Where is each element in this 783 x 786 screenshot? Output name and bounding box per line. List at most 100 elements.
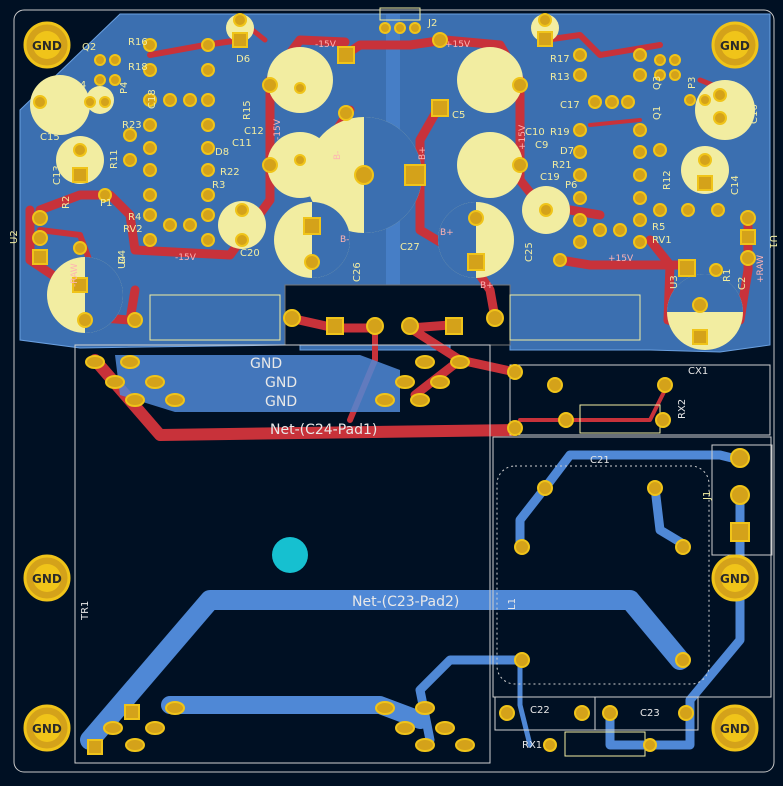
ref-c26: C26 (352, 262, 363, 282)
ref-c19: C19 (540, 172, 560, 183)
ref-p3: P3 (687, 77, 698, 89)
fab-outlines (74, 344, 773, 764)
ref-c5: C5 (452, 110, 465, 121)
ref-c17: C17 (560, 100, 580, 111)
ref-c18: C18 (147, 89, 158, 109)
ref-u3: U3 (669, 275, 680, 289)
pads (32, 13, 756, 755)
ref-q4: Q4 (72, 80, 86, 91)
ref-q2: Q2 (82, 42, 96, 53)
ref-j2: J2 (427, 18, 437, 29)
ref-c23: C23 (640, 708, 660, 719)
ref-j1: J1 (702, 491, 713, 501)
label-neg15-vert: -15V (273, 118, 283, 140)
ref-r23: R23 (122, 120, 142, 131)
label-pos15-vert: +15V (518, 124, 528, 150)
ref-r18: R18 (128, 62, 148, 73)
mounting-hole-label: GND (32, 722, 62, 736)
label-neg-raw: -RAW (70, 263, 80, 287)
ref-c20: C20 (240, 248, 260, 259)
ref-r5: R5 (652, 222, 665, 233)
ref-c15: C15 (40, 132, 60, 143)
mounting-holes: GND GND GND GND GND GND (23, 21, 759, 752)
net-label-gnd-1: GND (250, 356, 282, 372)
ref-r2: R2 (61, 196, 72, 209)
ref-c12: C12 (244, 126, 264, 137)
mounting-hole-label: GND (32, 39, 62, 53)
psu-zone (284, 284, 511, 346)
ref-r16: R16 (128, 37, 148, 48)
label-pos15-top: +15V (445, 40, 471, 50)
label-neg15-top: -15V (315, 40, 337, 50)
mounting-hole-bl: GND (23, 704, 71, 752)
mounting-hole-label: GND (32, 572, 62, 586)
ref-rx1: RX1 (522, 740, 542, 751)
ref-c14: C14 (730, 175, 741, 195)
ref-c13: C13 (52, 165, 63, 185)
ref-r12: R12 (662, 170, 673, 190)
mounting-hole-label: GND (720, 39, 750, 53)
ref-p1: P1 (100, 198, 112, 209)
ref-rx2: RX2 (677, 399, 688, 419)
mounting-hole-mr: GND (711, 554, 759, 602)
ref-c10: C10 (525, 127, 545, 138)
mounting-hole-tr: GND (711, 21, 759, 69)
ref-c25: C25 (524, 242, 535, 262)
net-label-c24: Net-(C24-Pad1) (270, 422, 377, 438)
ref-c22: C22 (530, 705, 550, 716)
ref-r22: R22 (220, 167, 240, 178)
ref-u2: U2 (9, 230, 20, 244)
ref-q1: Q1 (652, 106, 663, 120)
label-pos15-right: +15V (608, 254, 634, 264)
ref-u4: U4 (117, 255, 128, 269)
ref-cx1: CX1 (688, 366, 708, 377)
net-label-gnd-2: GND (265, 375, 297, 391)
ref-c16: C16 (749, 104, 760, 124)
net-label-c23: Net-(C23-Pad2) (352, 594, 459, 610)
ref-d6: D6 (236, 54, 250, 65)
ref-u1: U1 (767, 235, 778, 249)
ref-r1: R1 (722, 269, 733, 282)
label-neg15-left: -15V (175, 253, 197, 263)
label-pos-raw: +RAW (756, 255, 766, 283)
label-b-plus-2: B+ (440, 228, 454, 238)
label-b-plus-3: B+ (480, 281, 494, 291)
ref-tr1: TR1 (80, 601, 91, 621)
ref-rv2: RV2 (123, 224, 143, 235)
ref-d4: D4 (117, 250, 128, 264)
back-copper-traces (80, 450, 745, 750)
ref-r15: R15 (242, 100, 253, 120)
ref-rv1: RV1 (652, 235, 672, 246)
ref-c27: C27 (400, 242, 420, 253)
ref-d8: D8 (215, 147, 229, 158)
ref-c11: C11 (232, 138, 252, 149)
gnd-plane-patch (115, 355, 400, 412)
ref-r13: R13 (550, 72, 570, 83)
ref-q3: Q3 (652, 76, 663, 90)
ref-r19: R19 (550, 127, 570, 138)
ref-p4: P4 (119, 82, 130, 94)
ref-c21: C21 (590, 455, 610, 466)
ref-r4: R4 (128, 212, 141, 223)
ref-c2: C2 (737, 277, 748, 290)
ref-p6: P6 (565, 180, 577, 191)
mounting-hole-ml: GND (23, 554, 71, 602)
ref-d7: D7 (560, 146, 574, 157)
mounting-hole-br: GND (711, 704, 759, 752)
board-outline (13, 9, 775, 773)
mounting-hole-tl: GND (23, 21, 71, 69)
ref-l1: L1 (507, 598, 518, 610)
ref-c9: C9 (535, 140, 548, 151)
mounting-hole-label: GND (720, 722, 750, 736)
ref-r21: R21 (552, 160, 572, 171)
mounting-hole-label: GND (720, 572, 750, 586)
reference-designators: U2 U1 U3 U4 J2 J1 TR1 Q2 Q4 Q1 Q3 P4 P3 … (9, 18, 778, 751)
ref-r3: R3 (212, 180, 225, 191)
ref-r17: R17 (550, 54, 570, 65)
fiducial (272, 537, 308, 573)
label-b-plus-1: B+ (418, 146, 428, 160)
silkscreen-outlines (149, 7, 661, 757)
label-b-minus-2: B- (340, 235, 349, 245)
ref-r11: R11 (109, 149, 120, 169)
